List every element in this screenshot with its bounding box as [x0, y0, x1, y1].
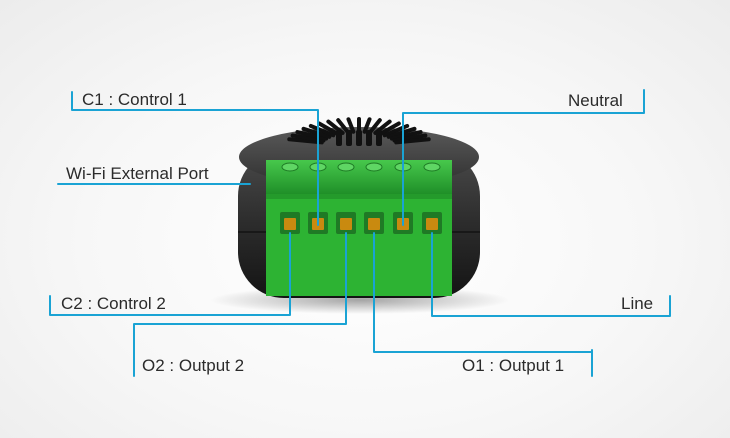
leader-line-o1: [373, 232, 593, 377]
screw-icon: [426, 218, 438, 230]
label-wifi-external-port: Wi-Fi External Port: [66, 164, 209, 183]
leader-line-c2: [49, 232, 291, 316]
vent-slot: [389, 130, 423, 141]
terminal-block: [266, 160, 452, 296]
leader-line-line: [431, 232, 671, 317]
vent-slot: [366, 130, 372, 146]
terminal-bump: [423, 162, 441, 172]
screw-icon: [340, 218, 352, 230]
vent-slot: [336, 130, 342, 146]
label-neutral: Neutral: [568, 91, 623, 110]
vent-slot: [287, 137, 324, 145]
vent-slot: [378, 121, 401, 137]
screw-terminals: [280, 212, 442, 234]
leader-line-c1: [71, 91, 319, 226]
vent-slot: [346, 117, 356, 134]
label-line: Line: [621, 294, 654, 313]
vent-slot: [336, 118, 350, 135]
leader-line-o2: [133, 232, 347, 377]
terminal-bump: [365, 162, 383, 172]
vent-slots: [287, 117, 431, 146]
label-o1-output-1: O1 : Output 1: [462, 356, 565, 375]
terminal-bump: [281, 162, 299, 172]
label-c2-control-2: C2 : Control 2: [61, 294, 166, 313]
leader-line-neutral: [402, 89, 645, 226]
terminal-bump: [337, 162, 355, 172]
vent-slot: [308, 123, 336, 138]
vent-slot: [376, 130, 382, 146]
label-c1-control-1: C1 : Control 1: [82, 90, 187, 109]
label-o2-output-2: O2 : Output 2: [142, 356, 245, 375]
vent-slot: [394, 137, 431, 145]
screw-icon: [284, 218, 296, 230]
vent-slot: [301, 126, 332, 139]
vent-slot: [295, 130, 329, 141]
terminal-bumps: [281, 162, 441, 172]
vent-slot: [392, 133, 428, 143]
screw-icon: [368, 218, 380, 230]
vent-slot: [362, 117, 372, 134]
vent-slot: [368, 118, 382, 135]
vent-slot: [317, 121, 340, 137]
vent-slot: [386, 126, 417, 139]
vent-slot: [356, 130, 362, 146]
vent-slot: [346, 130, 352, 146]
